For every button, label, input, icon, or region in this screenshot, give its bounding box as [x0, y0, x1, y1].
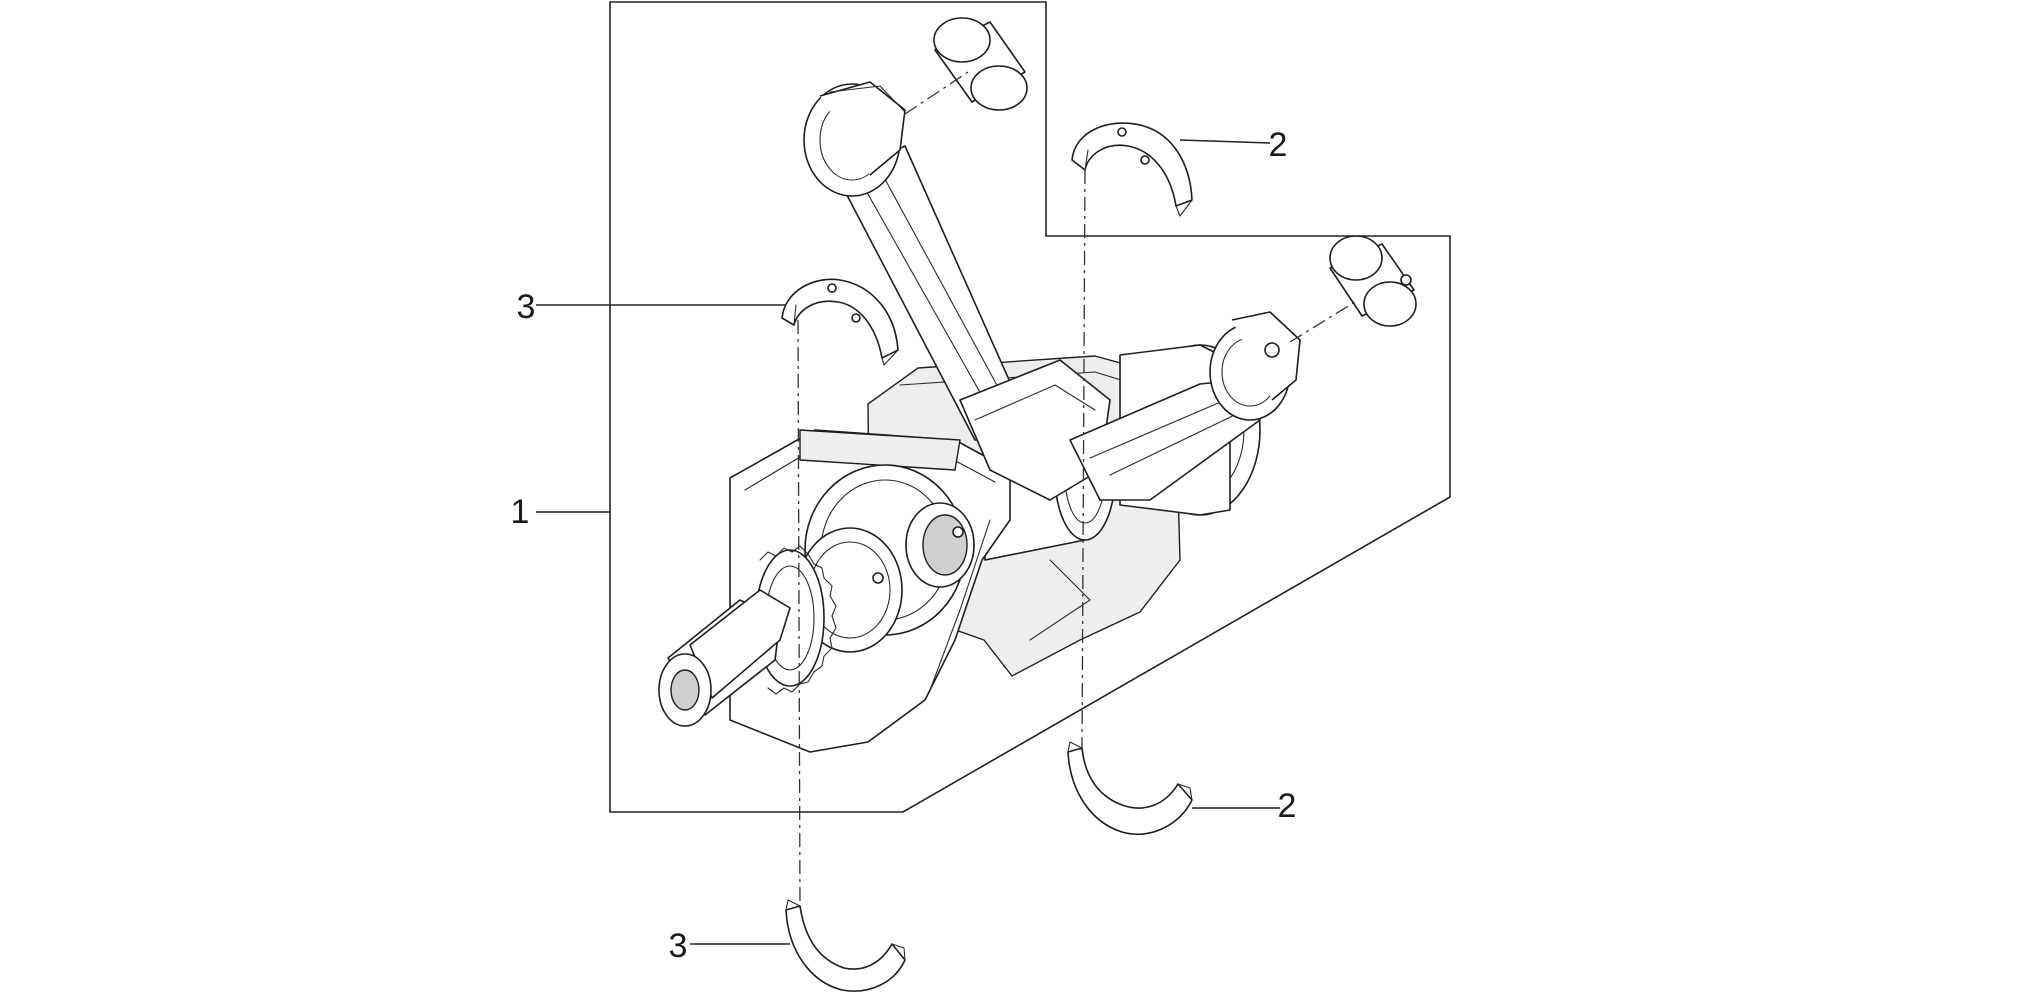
connecting-rod-rear: [1069, 311, 1301, 501]
bearing-shell-3-lower: [785, 899, 906, 992]
bearing-shell-2-lower: [1067, 741, 1193, 835]
leader-2-upper: [1179, 139, 1271, 144]
axis-bearing-3: [797, 319, 801, 907]
bushing-upper: [933, 17, 1028, 111]
callout-2-lower: 2: [1277, 787, 1297, 825]
axis-upper-bushing: [904, 71, 969, 115]
callout-2-upper: 2: [1268, 126, 1288, 164]
callout-3-upper: 3: [516, 288, 536, 326]
assembly-frame: [609, 1, 1451, 813]
connecting-rod-front: [803, 81, 1111, 501]
axis-right-bushing: [1289, 299, 1359, 343]
bearing-shell-3-upper: [781, 278, 899, 366]
callout-3-lower: 3: [668, 927, 688, 965]
bushing-right: [1329, 235, 1417, 327]
axis-bearing-2: [1081, 169, 1086, 749]
callout-1: 1: [510, 493, 530, 531]
bearing-shell-2-upper: [1071, 122, 1193, 217]
